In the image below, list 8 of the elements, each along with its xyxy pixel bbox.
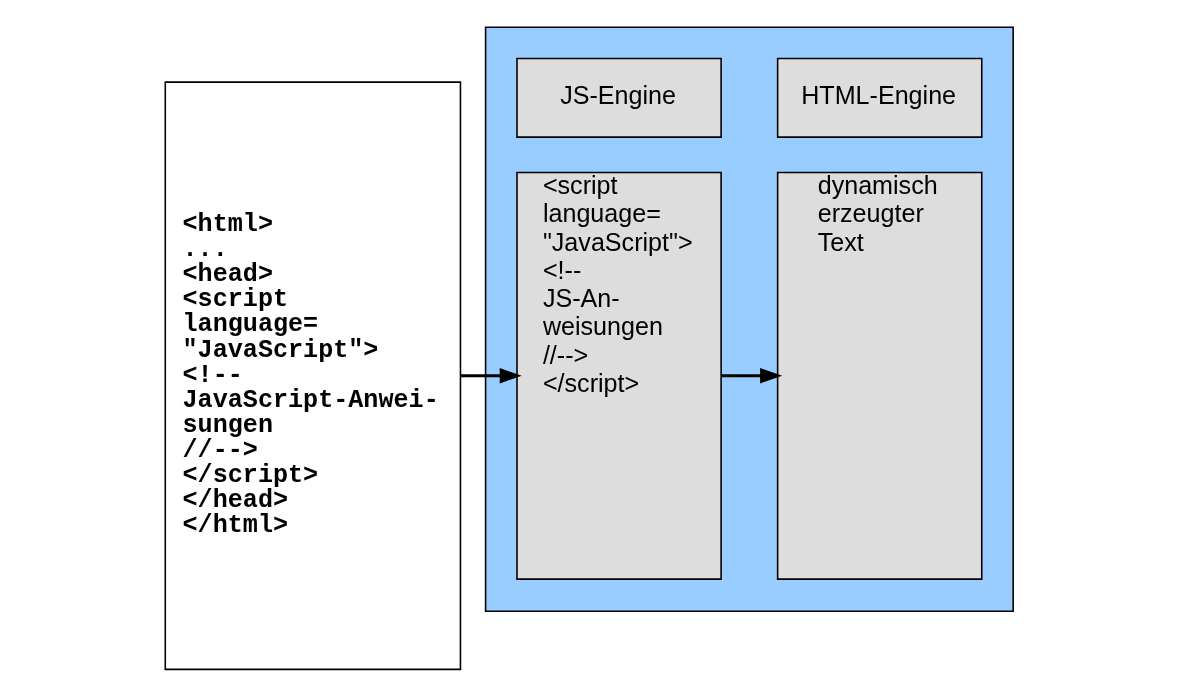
node-box: HTML-Engine [776, 57, 983, 138]
node-box: <script language= "JavaScript"> <!-- JS-An- weisungen //--> </script> [516, 171, 722, 580]
node-box: <html> ... <head> <script language= "JavaScript"> <!-- JavaScript-Anwei- sungen //--> </script> </head> </html> [164, 81, 462, 671]
cluster [484, 26, 1014, 613]
arrow [721, 368, 783, 384]
node-box: dynamisch erzeugter Text [776, 171, 983, 580]
node-box: JS-Engine [516, 57, 722, 138]
arrow [460, 368, 522, 384]
